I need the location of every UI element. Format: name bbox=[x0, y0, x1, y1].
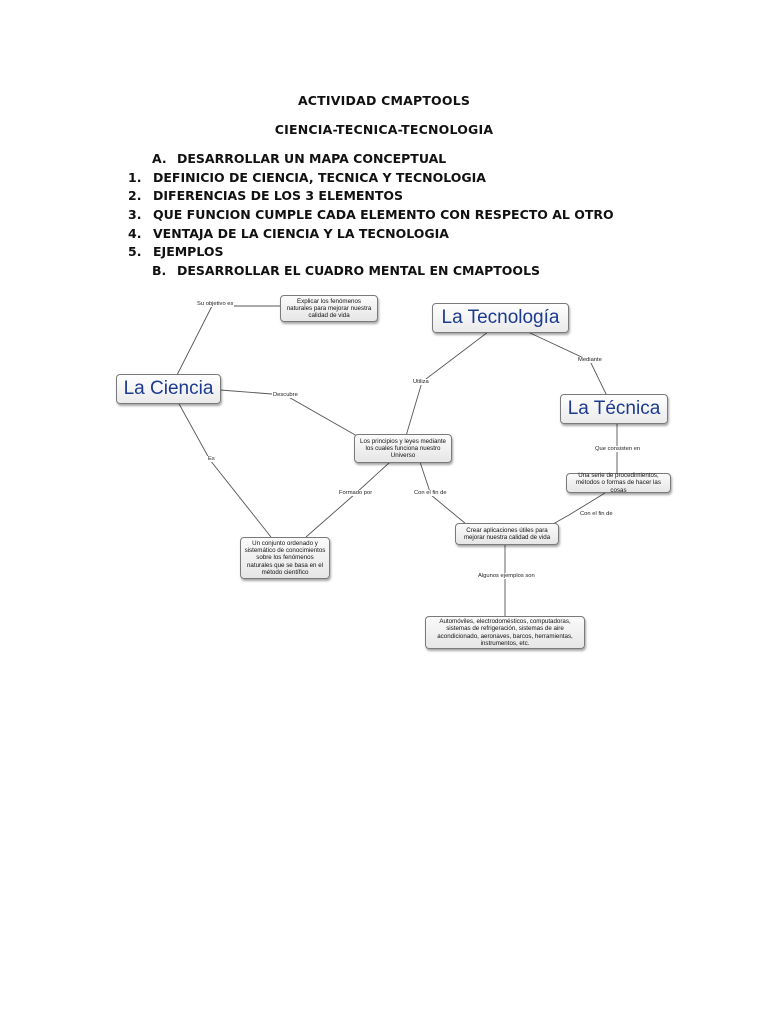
node-conjunto: Un conjunto ordenado y sistemático de co… bbox=[240, 537, 330, 579]
list-text: DESARROLLAR UN MAPA CONCEPTUAL bbox=[177, 151, 447, 166]
list-marker: 3. bbox=[128, 207, 142, 222]
list-text: DEFINICIO DE CIENCIA, TECNICA Y TECNOLOG… bbox=[153, 170, 486, 185]
list-marker: 1. bbox=[128, 170, 142, 185]
node-serie: Una serie de procedimientos, métodos o f… bbox=[566, 472, 671, 494]
link-label-descubre: Descubre bbox=[272, 392, 299, 398]
link-line-serie-fin bbox=[552, 492, 606, 525]
link-line-ciencia-es bbox=[177, 401, 272, 538]
document-title: ACTIVIDAD CMAPTOOLS bbox=[297, 93, 471, 108]
link-line-principios-formado bbox=[305, 461, 391, 538]
node-la-tecnologia: La Tecnología bbox=[432, 303, 569, 333]
link-label-con-el-fin-1: Con el fin de bbox=[413, 490, 448, 496]
list-text: DESARROLLAR EL CUADRO MENTAL EN CMAPTOOL… bbox=[177, 263, 541, 278]
link-label-formado-por: Formado por bbox=[338, 490, 374, 496]
link-label-mediante: Mediante bbox=[577, 357, 603, 363]
list-marker: B. bbox=[152, 263, 167, 278]
link-label-que-consisten: Que consisten en bbox=[594, 446, 642, 452]
node-la-ciencia: La Ciencia bbox=[116, 374, 221, 404]
node-crear: Crear aplicaciones útiles para mejorar n… bbox=[455, 523, 559, 545]
list-text: DIFERENCIAS DE LOS 3 ELEMENTOS bbox=[153, 188, 404, 203]
node-principios: Los principios y leyes mediante los cual… bbox=[354, 434, 452, 463]
list-marker: 4. bbox=[128, 226, 142, 241]
list-marker: 5. bbox=[128, 244, 142, 259]
concept-map: Su objetivo es Descubre Es Formado por U… bbox=[116, 286, 671, 657]
link-label-algunos-ejemplos: Algunos ejemplos son bbox=[477, 573, 536, 579]
link-label-es: Es bbox=[207, 456, 216, 462]
document-subtitle: CIENCIA-TECNICA-TECNOLOGIA bbox=[274, 122, 494, 137]
list-marker: A. bbox=[152, 151, 167, 166]
list-marker: 2. bbox=[128, 188, 142, 203]
node-explicar: Explicar los fenómenos naturales para me… bbox=[280, 295, 378, 322]
node-la-tecnica: La Técnica bbox=[560, 394, 668, 424]
list-text: EJEMPLOS bbox=[153, 244, 224, 259]
link-label-utiliza: Utiliza bbox=[412, 379, 430, 385]
link-line-tecnologia-mediante bbox=[527, 331, 608, 397]
list-text: VENTAJA DE LA CIENCIA Y LA TECNOLOGIA bbox=[153, 226, 449, 241]
link-label-con-el-fin-2: Con el fin de bbox=[579, 511, 614, 517]
node-automoviles: Automóviles, electrodomésticos, computad… bbox=[425, 616, 585, 649]
link-label-su-objetivo: Su objetivo es bbox=[196, 301, 235, 307]
link-line-ciencia-objetivo bbox=[176, 305, 282, 376]
list-text: QUE FUNCION CUMPLE CADA ELEMENTO CON RES… bbox=[153, 207, 614, 222]
